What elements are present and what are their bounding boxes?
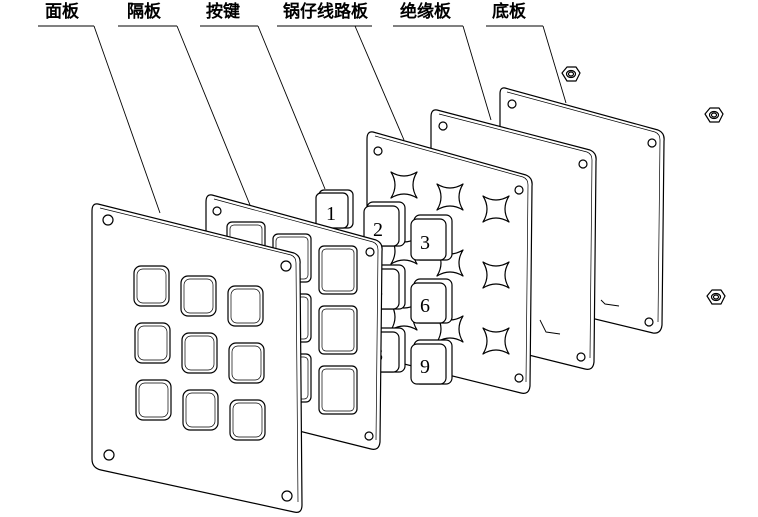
mounting-hole	[514, 185, 524, 195]
face-window	[135, 379, 172, 421]
label-spacer-panel: 隔板	[127, 2, 161, 22]
mounting-hole	[507, 99, 517, 109]
metal-dome	[482, 195, 510, 223]
key-label-3: 3	[420, 232, 430, 254]
nut-right-lower	[706, 289, 726, 305]
leader-lines	[93, 25, 567, 214]
mounting-hole	[576, 352, 586, 362]
face-window	[182, 389, 219, 431]
key-label-2: 2	[373, 219, 383, 241]
face-window	[228, 342, 265, 384]
mounting-hole	[438, 121, 448, 131]
label-base-panel: 底板	[492, 2, 526, 22]
mounting-hole	[365, 247, 375, 257]
nut-right-upper	[704, 107, 724, 123]
key-label-6: 6	[420, 295, 430, 317]
mounting-hole	[212, 206, 222, 216]
mounting-hole	[364, 431, 374, 441]
key-2: 2	[363, 201, 406, 247]
metal-dome	[436, 183, 464, 211]
face-panel	[91, 203, 303, 513]
mounting-hole	[644, 317, 654, 327]
mounting-hole	[280, 260, 292, 272]
key-6: 6	[410, 278, 453, 324]
key-label-1: 1	[326, 203, 336, 225]
key-9: 9	[410, 339, 453, 385]
mounting-hole	[514, 373, 524, 383]
face-window	[227, 285, 264, 327]
key-3: 3	[410, 214, 453, 261]
face-window	[181, 332, 218, 374]
face-window	[229, 399, 266, 441]
face-window	[134, 322, 171, 364]
face-window	[133, 265, 170, 307]
metal-domes	[390, 171, 510, 355]
dome-circuit-board	[366, 131, 533, 394]
mounting-hole	[578, 159, 588, 169]
key-1: 1	[315, 189, 354, 229]
metal-dome	[482, 261, 510, 289]
label-dome-circuit-board: 锅仔线路板	[283, 2, 368, 22]
mounting-hole	[281, 490, 293, 502]
mounting-hole	[373, 146, 383, 156]
face-window	[180, 275, 217, 317]
nut-top	[561, 66, 581, 82]
spacer-window	[318, 245, 358, 295]
spacer-window	[318, 365, 358, 415]
mounting-hole	[103, 449, 115, 461]
label-keys: 按键	[206, 2, 240, 22]
label-face-panel: 面板	[45, 2, 79, 22]
mounting-hole	[647, 138, 657, 148]
metal-dome	[390, 171, 418, 199]
spacer-window	[318, 305, 358, 355]
metal-dome	[482, 327, 510, 355]
label-insulation-panel: 绝缘板	[400, 2, 451, 22]
mounting-hole	[102, 214, 114, 226]
face-windows	[133, 265, 266, 441]
key-label-9: 9	[420, 356, 430, 378]
